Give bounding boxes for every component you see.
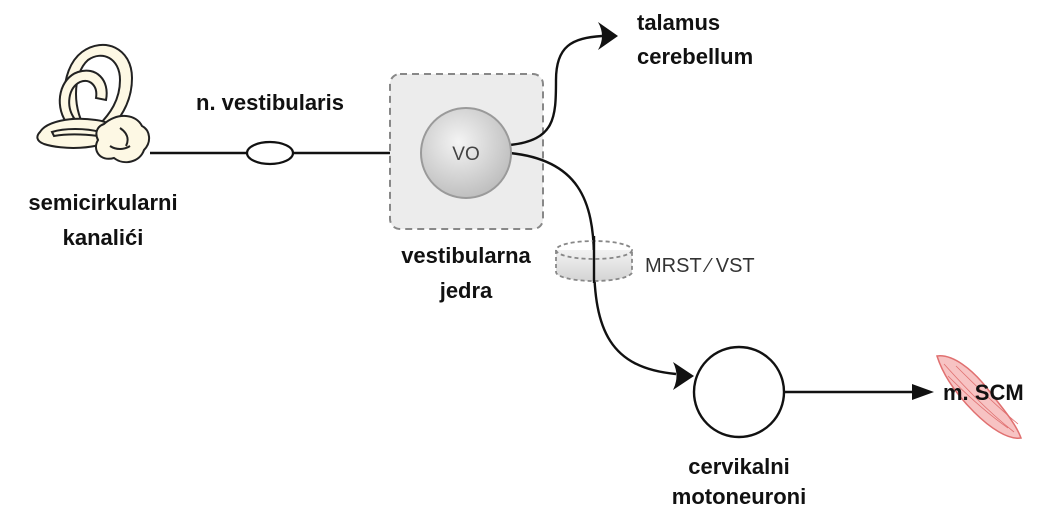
- nerve-label: n. vestibularis: [196, 90, 344, 115]
- vestibular-ganglion: [245, 140, 295, 166]
- synapse-terminal-thalamus: [598, 22, 618, 50]
- semicircular-canals-label-1: semicirkularni: [28, 190, 177, 215]
- thalamus-label: talamus: [637, 10, 720, 35]
- vestibular-nuclei-label-2: jedra: [439, 278, 493, 303]
- cervical-motoneuron: [692, 345, 786, 439]
- semicircular-canals-label-2: kanalići: [63, 225, 144, 250]
- motoneurons-label-1: cervikalni: [688, 454, 790, 479]
- semicircular-canals-icon: [36, 43, 150, 164]
- vo-neuron: [420, 107, 512, 199]
- ascending-pathway: [509, 34, 603, 147]
- vo-neuron-label: VO: [452, 144, 479, 165]
- scm-muscle-icon: [936, 355, 1023, 439]
- synapse-terminal-motoneuron: [673, 362, 694, 390]
- motoneurons-label-2: motoneuroni: [672, 484, 806, 509]
- arrowhead-icon: [912, 384, 934, 400]
- vestibular-nuclei-label-1: vestibularna: [401, 243, 531, 268]
- cerebellum-label: cerebellum: [637, 44, 753, 69]
- muscle-label: m. SCM: [943, 380, 1024, 405]
- tract-ring: [555, 236, 633, 283]
- tract-label: MRST ⁄ VST: [645, 255, 755, 277]
